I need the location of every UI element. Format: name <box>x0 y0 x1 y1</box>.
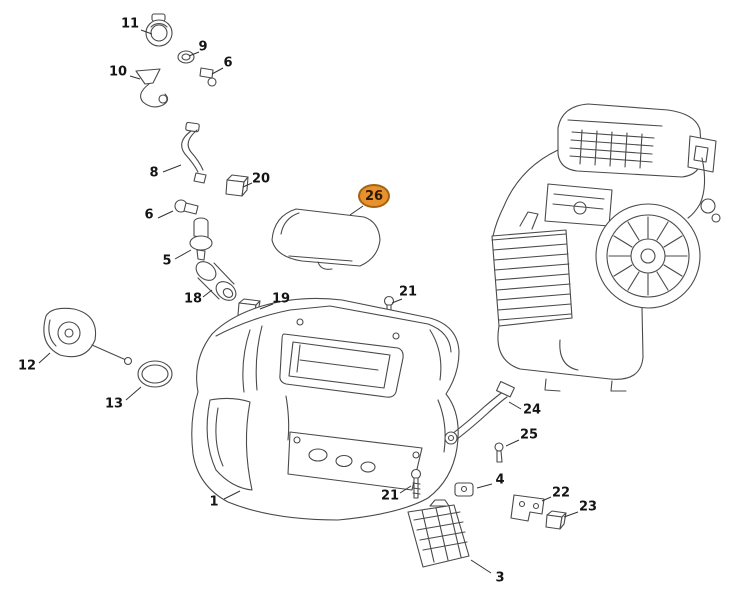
part-8-drawing <box>181 121 207 184</box>
part-4-drawing <box>454 482 474 497</box>
part-label-1[interactable]: 1 <box>209 494 219 510</box>
leader-line-4 <box>476 483 493 489</box>
part-24-drawing <box>444 380 515 445</box>
part-label-8[interactable]: 8 <box>149 165 159 181</box>
part-label-23[interactable]: 23 <box>578 499 598 515</box>
part-label-10[interactable]: 10 <box>108 64 128 80</box>
leader-line-6 <box>211 67 224 75</box>
leader-line-9 <box>188 51 200 57</box>
part-11-drawing <box>145 13 173 47</box>
part-13-drawing <box>137 360 173 388</box>
part-18-drawing <box>195 261 237 301</box>
leader-line-6 <box>157 210 174 219</box>
part-21-bottom-drawing <box>410 468 422 499</box>
part-label-5[interactable]: 5 <box>162 253 172 269</box>
part-26-drawing <box>271 208 381 270</box>
part-label-20[interactable]: 20 <box>251 171 271 187</box>
part-label-4[interactable]: 4 <box>495 472 505 488</box>
part-label-6[interactable]: 6 <box>223 55 233 71</box>
part-label-22[interactable]: 22 <box>551 485 571 501</box>
leader-line-1 <box>223 490 241 500</box>
part-25-drawing <box>494 442 504 463</box>
leader-line-26 <box>349 205 364 216</box>
part-10-drawing <box>135 68 169 108</box>
part-label-12[interactable]: 12 <box>17 358 37 374</box>
part-6-second-drawing <box>174 199 199 215</box>
leader-line-21 <box>399 485 412 494</box>
leader-line-12 <box>38 352 51 364</box>
part-label-11[interactable]: 11 <box>120 16 140 32</box>
leader-line-22 <box>541 496 552 502</box>
leader-line-8 <box>162 164 182 173</box>
part-label-6[interactable]: 6 <box>144 207 154 223</box>
leader-line-13 <box>125 386 142 401</box>
leader-line-24 <box>508 401 522 410</box>
highlighted-part-label-26[interactable]: 26 <box>358 184 390 208</box>
leader-line-10 <box>129 75 141 80</box>
part-label-24[interactable]: 24 <box>522 402 542 418</box>
part-label-13[interactable]: 13 <box>104 396 124 412</box>
part-3-drawing <box>407 499 470 568</box>
part-22-drawing <box>510 494 545 522</box>
leader-line-3 <box>470 559 492 574</box>
part-label-21[interactable]: 21 <box>380 488 400 504</box>
leader-line-18 <box>202 289 213 298</box>
part-9-drawing <box>177 50 195 64</box>
part-5-drawing <box>189 217 213 261</box>
part-label-3[interactable]: 3 <box>495 570 505 586</box>
engine-assembly-drawing <box>491 103 721 392</box>
part-label-18[interactable]: 18 <box>183 291 203 307</box>
leader-line-21 <box>391 298 403 304</box>
part-label-9[interactable]: 9 <box>198 39 208 55</box>
part-12-drawing <box>43 307 133 366</box>
leader-line-11 <box>140 29 153 35</box>
leader-line-5 <box>174 249 192 260</box>
part-6-top-drawing <box>199 67 217 87</box>
leader-line-20 <box>242 182 253 188</box>
leader-line-25 <box>505 439 520 447</box>
part-label-25[interactable]: 25 <box>519 427 539 443</box>
leader-line-23 <box>563 511 579 518</box>
part-1-drawing <box>191 297 460 521</box>
leader-line-19 <box>259 303 274 310</box>
part-label-19[interactable]: 19 <box>271 291 291 307</box>
part-label-21[interactable]: 21 <box>398 284 418 300</box>
